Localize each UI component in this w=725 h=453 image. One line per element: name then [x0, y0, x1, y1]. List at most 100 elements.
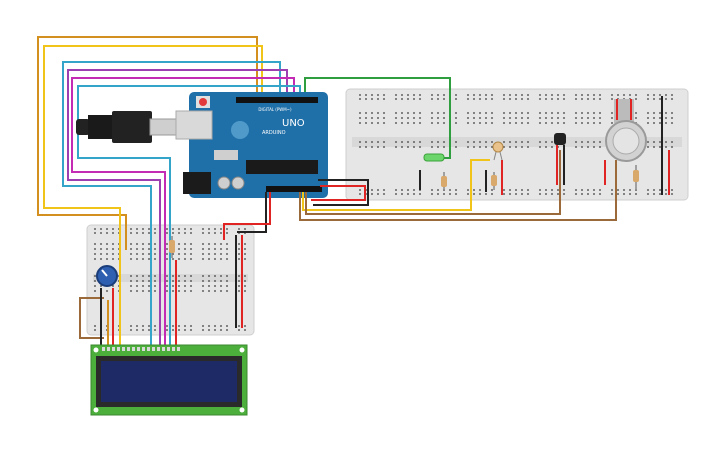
breadboard-hole [443, 122, 445, 124]
breadboard-hole [437, 117, 439, 119]
breadboard-hole [611, 94, 613, 96]
breadboard-hole [617, 94, 619, 96]
breadboard-hole [659, 112, 661, 114]
breadboard-hole [130, 280, 132, 282]
breadboard-hole [106, 248, 108, 250]
resistor-led [441, 172, 447, 190]
breadboard-hole [473, 146, 475, 148]
breadboard-hole [208, 285, 210, 287]
breadboard-hole [112, 243, 114, 245]
breadboard-hole [635, 112, 637, 114]
breadboard-hole [455, 193, 457, 195]
breadboard-hole [190, 232, 192, 234]
breadboard-hole [431, 94, 433, 96]
breadboard-hole [154, 232, 156, 234]
breadboard-hole [407, 112, 409, 114]
lcd-pin [157, 347, 160, 351]
breadboard-hole [190, 280, 192, 282]
breadboard-hole [178, 275, 180, 277]
breadboard-hole [130, 258, 132, 260]
breadboard-hole [575, 122, 577, 124]
breadboard-hole [539, 146, 541, 148]
breadboard-hole [377, 98, 379, 100]
breadboard-hole [178, 280, 180, 282]
breadboard-hole [142, 275, 144, 277]
breadboard-hole [359, 122, 361, 124]
breadboard-hole [449, 193, 451, 195]
breadboard-hole [220, 325, 222, 327]
breadboard-hole [112, 285, 114, 287]
breadboard-hole [365, 98, 367, 100]
breadboard-hole [479, 117, 481, 119]
breadboard-hole [653, 193, 655, 195]
breadboard-hole [148, 232, 150, 234]
breadboard-hole [407, 122, 409, 124]
breadboard-hole [659, 98, 661, 100]
breadboard-hole [226, 228, 228, 230]
breadboard-hole [527, 193, 529, 195]
breadboard-hole [208, 275, 210, 277]
breadboard-hole [593, 193, 595, 195]
breadboard-hole [172, 280, 174, 282]
breadboard-hole [178, 228, 180, 230]
breadboard-hole [647, 141, 649, 143]
breadboard-hole [238, 248, 240, 250]
breadboard-hole [431, 98, 433, 100]
wire-cyan-lcd [62, 61, 281, 346]
breadboard-hole [557, 117, 559, 119]
breadboard-hole [220, 253, 222, 255]
breadboard-hole [383, 146, 385, 148]
breadboard-hole [94, 290, 96, 292]
breadboard-hole [557, 112, 559, 114]
breadboard-hole [587, 146, 589, 148]
breadboard-hole [142, 228, 144, 230]
breadboard-hole [455, 141, 457, 143]
breadboard-hole [154, 275, 156, 277]
breadboard-hole [491, 141, 493, 143]
breadboard-hole [202, 258, 204, 260]
wire-black-small [237, 192, 267, 233]
breadboard-hole [377, 146, 379, 148]
breadboard-hole [208, 253, 210, 255]
breadboard-hole [479, 141, 481, 143]
breadboard-hole [401, 98, 403, 100]
breadboard-hole [359, 193, 361, 195]
breadboard-hole [431, 141, 433, 143]
breadboard-hole [593, 112, 595, 114]
breadboard-hole [413, 98, 415, 100]
breadboard-hole [359, 117, 361, 119]
breadboard-hole [142, 248, 144, 250]
lcd-pin [177, 347, 180, 351]
breadboard-hole [521, 94, 523, 96]
breadboard-hole [509, 146, 511, 148]
breadboard-hole [443, 141, 445, 143]
breadboard-hole [503, 112, 505, 114]
breadboard-hole [521, 189, 523, 191]
breadboard-hole [130, 243, 132, 245]
breadboard-hole [527, 98, 529, 100]
breadboard-hole [653, 94, 655, 96]
breadboard-hole [599, 146, 601, 148]
wire-yellow-ldr [302, 159, 490, 211]
breadboard-hole [148, 275, 150, 277]
breadboard-hole [371, 94, 373, 96]
breadboard-hole [479, 146, 481, 148]
breadboard-hole [154, 329, 156, 331]
breadboard-hole [226, 329, 228, 331]
lcd-pin [132, 347, 135, 351]
breadboard-hole [238, 275, 240, 277]
breadboard-hole [190, 253, 192, 255]
breadboard-hole [545, 146, 547, 148]
breadboard-hole [455, 94, 457, 96]
breadboard-hole [443, 193, 445, 195]
breadboard-hole [653, 98, 655, 100]
breadboard-hole [178, 243, 180, 245]
resistor-ldr [491, 172, 497, 190]
breadboard-hole [599, 189, 601, 191]
arduino-logo-text: ARDUINO [262, 130, 286, 136]
breadboard-hole [184, 290, 186, 292]
lcd-pin [102, 347, 105, 351]
lcd-pin [172, 347, 175, 351]
breadboard-hole [485, 112, 487, 114]
breadboard-hole [94, 248, 96, 250]
